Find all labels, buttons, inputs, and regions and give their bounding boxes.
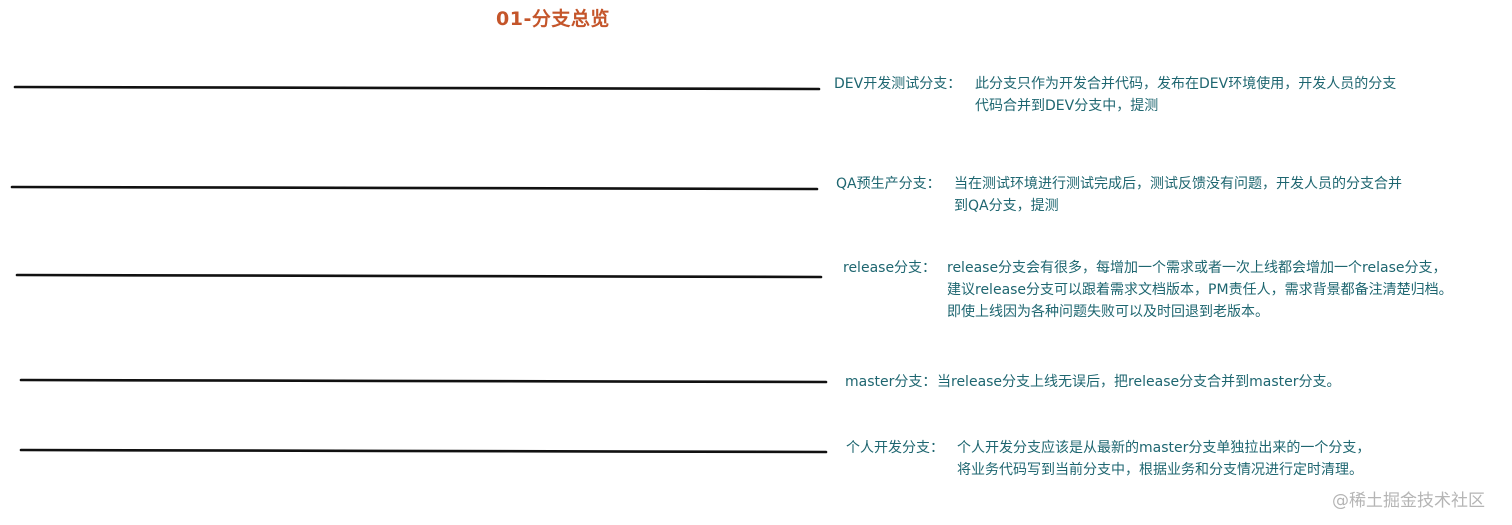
branch-line-master	[19, 378, 828, 384]
branch-label-release: release分支：	[843, 260, 937, 276]
branch-label-master: master分支：	[845, 374, 937, 390]
branch-line-personal	[19, 448, 828, 454]
branch-text-qa: 当在测试环境进行测试完成后，测试反馈没有问题，开发人员的分支合并 到QA分支，提…	[954, 176, 1402, 214]
branch-line-dev	[13, 85, 821, 91]
branch-text-release: release分支会有很多，每增加一个需求或者一次上线都会增加一个relase分…	[947, 260, 1453, 320]
branch-text-master: 当release分支上线无误后，把release分支合并到master分支。	[937, 374, 1341, 390]
branch-label-dev: DEV开发测试分支：	[834, 76, 962, 92]
branch-line-release	[15, 273, 823, 279]
branch-text-personal: 个人开发分支应该是从最新的master分支单独拉出来的一个分支， 将业务代码写到…	[957, 440, 1371, 478]
diagram-title: 01-分支总览	[496, 8, 610, 30]
branch-label-qa: QA预生产分支：	[836, 176, 941, 192]
branch-line-qa	[10, 185, 819, 191]
watermark: @稀土掘金技术社区	[1332, 491, 1485, 511]
branch-text-dev: 此分支只作为开发合并代码，发布在DEV环境使用，开发人员的分支 代码合并到DEV…	[975, 76, 1397, 114]
branch-label-personal: 个人开发分支：	[846, 440, 944, 456]
